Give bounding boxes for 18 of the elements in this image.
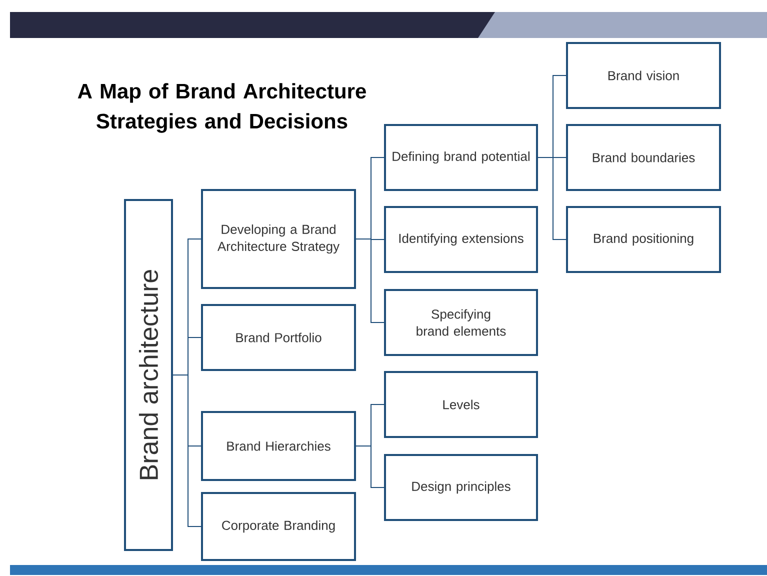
category-box: Brand boundaries (566, 124, 721, 191)
category-box: Brand architecture (124, 199, 173, 551)
category-box: Brand positioning (566, 206, 721, 273)
category-box: Defining brand potential (384, 124, 538, 191)
title: A Map of Brand Architecture Strategies and Decisions (78, 83, 366, 133)
category-box: Brand Hierarchies (201, 411, 356, 481)
connector-line (538, 157, 566, 240)
category-box: Brand vision (566, 42, 721, 109)
category-box: Brand Portfolio (201, 304, 356, 371)
category-box: Corporate Branding (201, 492, 356, 561)
category-box: Specifying brand elements (384, 289, 538, 356)
category-box: Developing a Brand Architecture Strategy (201, 189, 356, 289)
category-box: Identifying extensions (384, 206, 538, 273)
category-box: Design principles (384, 454, 538, 521)
category-box: Levels (384, 371, 538, 438)
connector-line (172, 374, 202, 527)
connector-line (356, 238, 384, 323)
connector-line (356, 446, 384, 488)
